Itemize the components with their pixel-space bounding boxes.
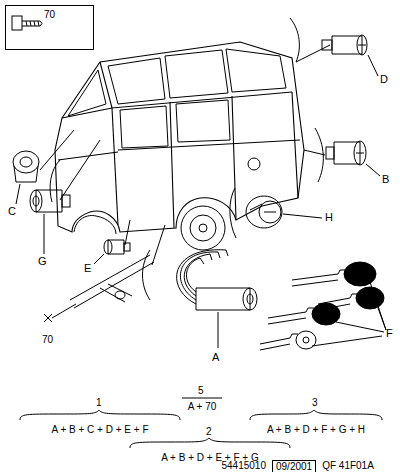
- van-outline: [55, 42, 304, 232]
- key: [260, 262, 384, 350]
- fuel-flap: [248, 158, 260, 170]
- steering-column: [44, 255, 154, 322]
- kit-number: 1: [96, 397, 102, 408]
- part-letter: E: [84, 263, 91, 274]
- lock-cylinder: [326, 141, 366, 165]
- lock-cylinder: [13, 151, 39, 182]
- kit-contents: A + B + D + F + G + H: [267, 424, 365, 435]
- reference-number: 54415010: [222, 460, 267, 471]
- leader-line: [366, 164, 380, 176]
- leader-line: [283, 214, 322, 218]
- part-letter: H: [325, 212, 333, 223]
- part-letter: F: [386, 328, 393, 339]
- leader-line: [94, 254, 104, 264]
- leader-line: [44, 214, 45, 254]
- part-letter: G: [38, 256, 47, 267]
- lock-cylinder: [322, 35, 367, 55]
- leader-line: [312, 282, 386, 346]
- lock-round: [246, 196, 282, 228]
- leader-line: [16, 184, 20, 204]
- screw-ref-box: 70: [5, 5, 94, 50]
- part-letter: D: [380, 74, 388, 85]
- part-letter: C: [8, 206, 16, 217]
- screw: [12, 16, 42, 30]
- callout-arcs: [40, 18, 330, 300]
- reference-number: QF 41F01A: [322, 460, 374, 471]
- callout-number: 70: [42, 334, 53, 345]
- van-windows: [68, 49, 286, 148]
- date-stamp: 09/2001: [276, 461, 312, 472]
- leader-line: [218, 312, 219, 348]
- brace: [20, 398, 382, 448]
- callout-number: 70: [44, 9, 55, 20]
- ignition-switch: [177, 250, 257, 310]
- date-box: 09/2001: [272, 460, 316, 472]
- kit-number: 5: [198, 385, 204, 396]
- kit-number: 2: [206, 426, 212, 437]
- kit-contents: A + B + C + D + E + F: [52, 424, 149, 435]
- lock-cylinder: [30, 190, 70, 212]
- kit-number: 3: [312, 397, 318, 408]
- part-letter: B: [382, 174, 389, 185]
- van-wheels: [74, 206, 225, 250]
- part-letter: A: [212, 352, 219, 363]
- leader-line: [368, 55, 378, 76]
- kit-contents: A + 70: [188, 401, 217, 412]
- lock-cylinder: [104, 240, 130, 254]
